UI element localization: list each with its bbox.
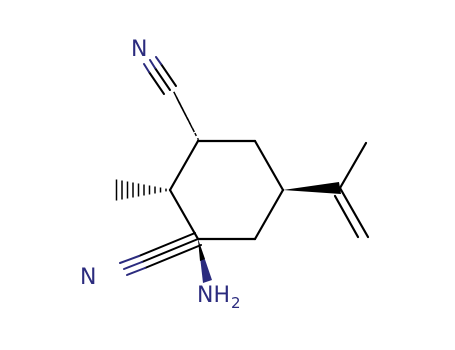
bond-c2-c3 <box>253 139 285 192</box>
double-bond-outer <box>338 186 370 239</box>
nitrogen-left-label: N <box>80 265 96 290</box>
triple-bond-left <box>119 232 202 276</box>
bond-methyl-isopropenyl <box>338 141 368 190</box>
amine-subscript: 2 <box>231 294 241 312</box>
bond-c6-c1 <box>168 139 200 192</box>
triple-bond-top <box>143 56 177 95</box>
bond-c3-c4 <box>253 188 285 241</box>
ring-bonds <box>168 139 285 241</box>
bond-c5-c6 <box>168 188 200 241</box>
hashed-wedge-c1-cn <box>173 91 200 141</box>
hashed-wedge-c6-methyl <box>115 179 167 201</box>
isopropenyl-bonds <box>333 141 370 239</box>
nitrogen-top-label: N <box>131 37 147 62</box>
solid-wedge-c3-isopropenyl <box>283 182 341 194</box>
solid-wedge-c5-amine-dark <box>198 239 205 261</box>
amine-label: NH <box>197 283 230 308</box>
double-bond-inner <box>333 194 360 239</box>
